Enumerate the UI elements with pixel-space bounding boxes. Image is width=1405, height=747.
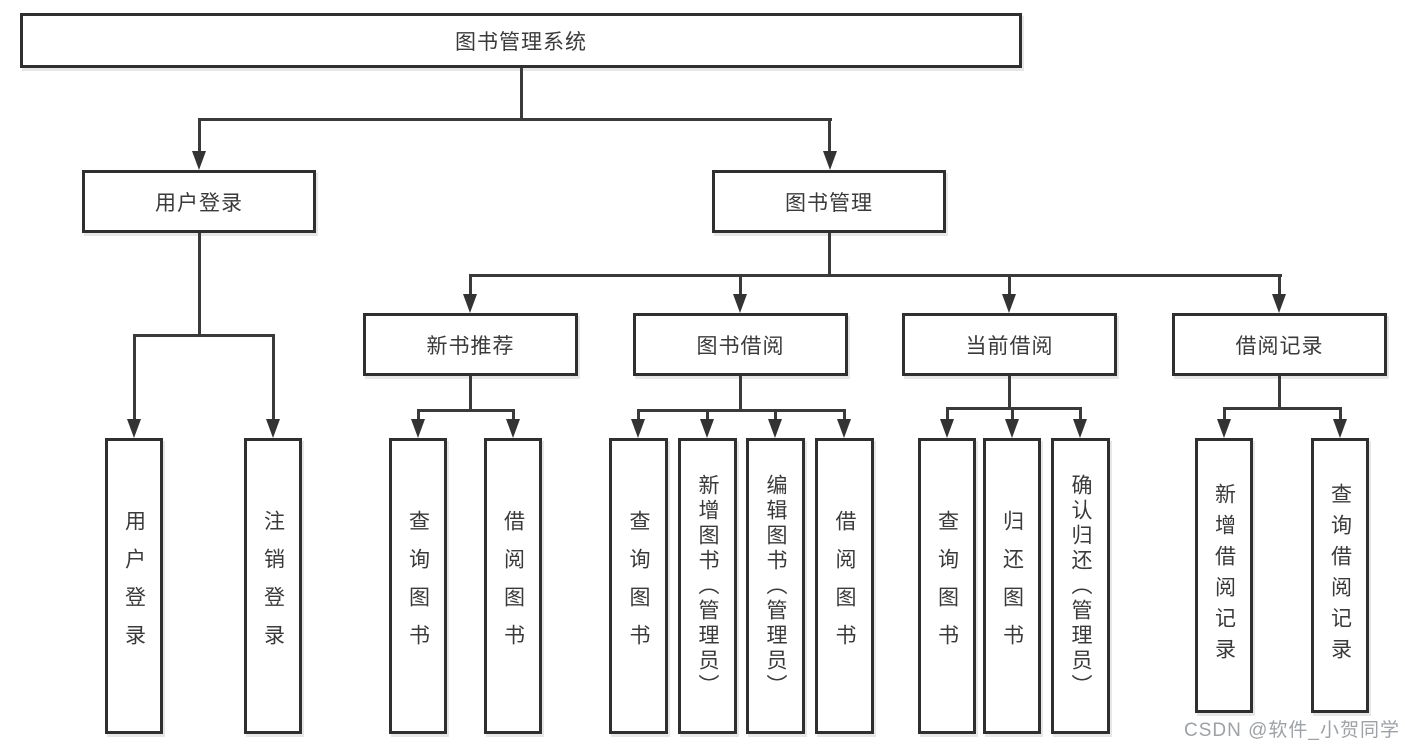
leaf-label: 注销登录 bbox=[261, 510, 285, 662]
node-current-borrowing: 当前借阅 bbox=[902, 313, 1117, 376]
leaf-current-return-books: 归还图书 bbox=[983, 438, 1041, 734]
leaf-label: 用户登录 bbox=[122, 510, 146, 662]
leaf-label: 查询图书 bbox=[935, 510, 959, 662]
connector-root-stem bbox=[520, 68, 523, 119]
node-library-management-system: 图书管理系统 bbox=[20, 13, 1022, 68]
connector-bookmgmt-crossbar bbox=[469, 274, 1282, 277]
leaf-label: 编辑图书（管理员） bbox=[764, 473, 787, 699]
node-user-login: 用户登录 bbox=[82, 170, 316, 233]
leaf-label: 查询借阅记录 bbox=[1328, 482, 1352, 669]
leaf-newrec-borrow-books: 借阅图书 bbox=[484, 438, 542, 734]
connector-bookmgmt-arm bbox=[1008, 274, 1011, 298]
connector-current-arm bbox=[1079, 407, 1082, 422]
arrow-down-icon bbox=[1272, 294, 1286, 313]
arrow-down-icon bbox=[631, 419, 645, 438]
leaf-label: 确认归还（管理员） bbox=[1069, 473, 1092, 699]
arrow-down-icon bbox=[506, 419, 520, 438]
arrow-down-icon bbox=[1217, 419, 1231, 438]
connector-records-stem bbox=[1278, 376, 1281, 410]
connector-borrow-stem bbox=[739, 376, 742, 412]
node-label: 新书推荐 bbox=[426, 334, 515, 358]
arrow-down-icon bbox=[192, 151, 206, 170]
node-label: 借阅记录 bbox=[1235, 334, 1324, 358]
connector-borrow-arm bbox=[774, 409, 777, 422]
leaf-label: 查询图书 bbox=[627, 510, 650, 662]
node-label: 图书管理系统 bbox=[455, 30, 587, 54]
leaf-current-query-books: 查询图书 bbox=[918, 438, 976, 734]
connector-bookmgmt-arm bbox=[469, 274, 472, 298]
leaf-label: 新增图书（管理员） bbox=[696, 473, 719, 699]
arrow-down-icon bbox=[1073, 419, 1087, 438]
node-label: 当前借阅 bbox=[965, 334, 1054, 358]
arrow-down-icon bbox=[837, 419, 851, 438]
connector-root-crossbar bbox=[198, 118, 832, 121]
csdn-watermark: CSDN @软件_小贺同学 bbox=[1184, 720, 1400, 741]
arrow-down-icon bbox=[768, 419, 782, 438]
leaf-label: 借阅图书 bbox=[833, 510, 856, 662]
connector-root-right-arm bbox=[828, 118, 831, 153]
connector-records-arm bbox=[1339, 407, 1342, 422]
leaf-label: 借阅图书 bbox=[501, 510, 525, 662]
node-label: 图书管理 bbox=[785, 191, 873, 215]
arrow-down-icon bbox=[1005, 419, 1019, 438]
arrow-down-icon bbox=[1333, 419, 1347, 438]
node-book-management: 图书管理 bbox=[712, 170, 946, 233]
connector-current-arm bbox=[1011, 407, 1014, 422]
leaf-current-confirm-return-admin: 确认归还（管理员） bbox=[1051, 438, 1110, 734]
arrow-down-icon bbox=[1002, 294, 1016, 313]
leaf-newrec-query-books: 查询图书 bbox=[389, 438, 447, 734]
connector-bookmgmt-stem bbox=[828, 233, 831, 276]
connector-borrow-arm bbox=[637, 409, 640, 422]
connector-bookmgmt-arm bbox=[739, 274, 742, 298]
arrow-down-icon bbox=[940, 419, 954, 438]
connector-bookmgmt-arm bbox=[1278, 274, 1281, 298]
arrow-down-icon bbox=[127, 419, 141, 438]
node-new-book-recommend: 新书推荐 bbox=[363, 313, 578, 376]
connector-borrow-arm bbox=[706, 409, 709, 422]
leaf-label: 新增借阅记录 bbox=[1212, 482, 1236, 669]
node-label: 用户登录 bbox=[155, 191, 243, 215]
leaf-logout: 注销登录 bbox=[244, 438, 302, 734]
connector-newrec-arm bbox=[417, 409, 420, 422]
node-book-borrowing: 图书借阅 bbox=[633, 313, 848, 376]
connector-records-arm bbox=[1223, 407, 1226, 422]
leaf-records-add-borrow-record: 新增借阅记录 bbox=[1195, 438, 1253, 713]
arrow-down-icon bbox=[463, 294, 477, 313]
connector-borrow-crossbar bbox=[637, 409, 846, 412]
leaf-borrow-edit-books-admin: 编辑图书（管理员） bbox=[746, 438, 805, 734]
leaf-label: 归还图书 bbox=[1000, 510, 1024, 662]
connector-root-left-arm bbox=[198, 118, 201, 153]
connector-current-stem bbox=[1008, 376, 1011, 410]
connector-userlogin-stem bbox=[198, 233, 201, 336]
connector-records-crossbar bbox=[1223, 407, 1342, 410]
arrow-down-icon bbox=[700, 419, 714, 438]
leaf-borrow-add-books-admin: 新增图书（管理员） bbox=[678, 438, 737, 734]
arrow-down-icon bbox=[823, 151, 837, 170]
connector-newrec-crossbar bbox=[417, 409, 515, 412]
leaf-records-query-borrow-record: 查询借阅记录 bbox=[1311, 438, 1369, 713]
node-borrowing-records: 借阅记录 bbox=[1172, 313, 1387, 376]
arrow-down-icon bbox=[411, 419, 425, 438]
connector-userlogin-arm bbox=[272, 334, 275, 422]
leaf-label: 查询图书 bbox=[406, 510, 430, 662]
connector-newrec-arm bbox=[512, 409, 515, 422]
connector-userlogin-arm bbox=[133, 334, 136, 422]
node-label: 图书借阅 bbox=[696, 334, 785, 358]
connector-current-crossbar bbox=[946, 407, 1082, 410]
connector-borrow-arm bbox=[843, 409, 846, 422]
connector-userlogin-crossbar bbox=[133, 334, 275, 337]
connector-current-arm bbox=[946, 407, 949, 422]
leaf-borrow-query-books: 查询图书 bbox=[609, 438, 668, 734]
arrow-down-icon bbox=[733, 294, 747, 313]
connector-newrec-stem bbox=[469, 376, 472, 412]
leaf-user-login: 用户登录 bbox=[105, 438, 163, 734]
arrow-down-icon bbox=[266, 419, 280, 438]
leaf-borrow-borrow-books: 借阅图书 bbox=[815, 438, 874, 734]
